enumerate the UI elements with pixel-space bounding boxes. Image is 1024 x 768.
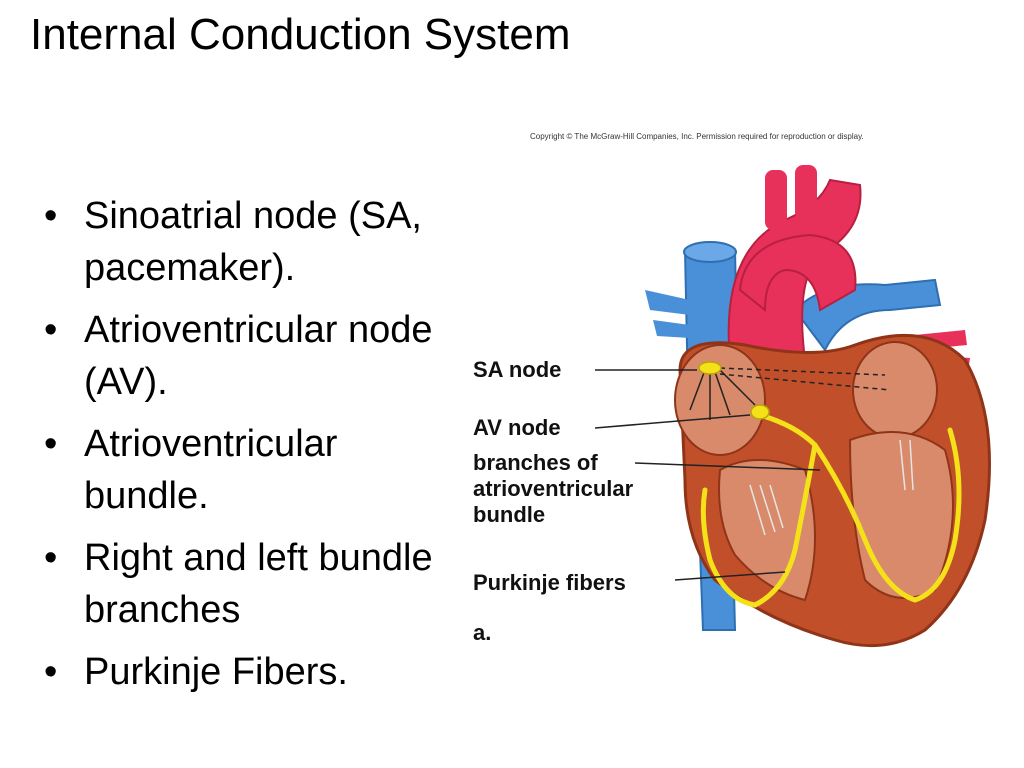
- chordae-shapes: [749, 439, 914, 536]
- bullet-text: Purkinje Fibers.: [84, 651, 348, 693]
- bullet-item: • Sinoatrial node (SA, pacemaker).: [40, 190, 470, 294]
- bullet-item: • Right and left bundle branches: [40, 532, 470, 636]
- vena-cava-opening: [683, 241, 737, 263]
- leader-lines: [594, 369, 821, 581]
- heart-illustration: [594, 165, 991, 648]
- bullet-icon: •: [44, 309, 58, 351]
- purkinje-label: Purkinje fibers: [473, 570, 626, 595]
- bullet-item: • Atrioventricular node (AV).: [40, 304, 470, 408]
- copyright-notice: Copyright © The McGraw-Hill Companies, I…: [530, 132, 864, 141]
- right-atrium-shape: [674, 344, 766, 456]
- aorta-arch-shape: [738, 233, 857, 313]
- sa-node-label: SA node: [473, 357, 562, 382]
- conduction-pathway: [700, 412, 962, 608]
- pulmonary-vein-left-shape: [645, 290, 690, 315]
- bullet-text: Atrioventricular bundle.: [84, 423, 338, 517]
- bullet-text: Right and left bundle branches: [84, 537, 433, 631]
- bullet-item: • Atrioventricular bundle.: [40, 418, 470, 522]
- impulse-arrows: [689, 367, 891, 420]
- bullet-icon: •: [44, 651, 58, 693]
- av-node-label: AV node: [473, 415, 561, 440]
- panel-label: a.: [473, 620, 492, 645]
- sa-node-shape: [698, 361, 722, 375]
- bullet-icon: •: [44, 195, 58, 237]
- bullet-icon: •: [44, 423, 58, 465]
- pulmonary-vein-left-shape-2: [653, 320, 690, 338]
- aortic-branch-shape-2: [795, 165, 817, 220]
- bullet-icon: •: [44, 537, 58, 579]
- slide-title: Internal Conduction System: [30, 10, 571, 59]
- aortic-branch-shape: [765, 170, 787, 230]
- bullet-text: Atrioventricular node (AV).: [84, 309, 433, 403]
- bullet-text: Sinoatrial node (SA, pacemaker).: [84, 195, 422, 289]
- bundle-branches-label: branches of atrioventricular bundle: [473, 450, 634, 527]
- bullet-item: • Purkinje Fibers.: [40, 646, 470, 698]
- bullet-list: • Sinoatrial node (SA, pacemaker). • Atrio…: [40, 190, 470, 708]
- left-atrium-shape: [852, 341, 938, 439]
- heart-diagram: SA node AV node branches of atrioventric…: [465, 160, 1010, 660]
- av-node-shape: [750, 404, 770, 420]
